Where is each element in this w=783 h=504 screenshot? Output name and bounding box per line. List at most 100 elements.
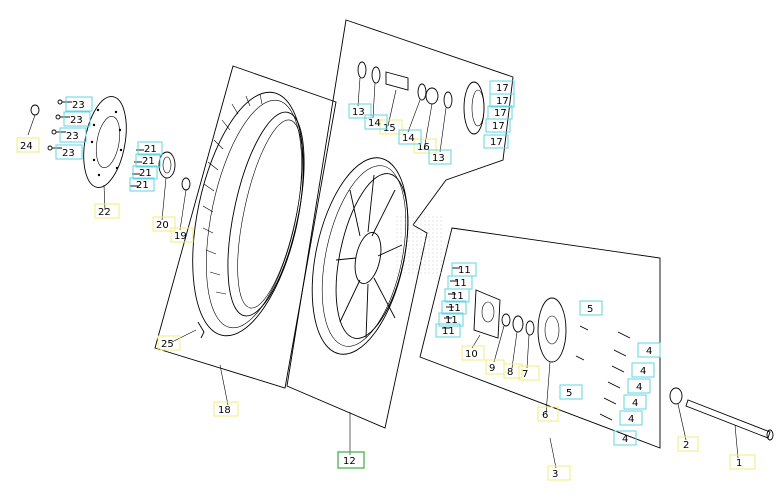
callout-1: 1 (729, 454, 756, 470)
callout-14a: 14 (364, 114, 388, 130)
svg-text:2: 2 (683, 440, 689, 451)
wheel-rim (311, 157, 409, 355)
svg-text:21: 21 (142, 156, 155, 167)
svg-text:15: 15 (383, 123, 396, 134)
leader-lines (103, 77, 739, 469)
callout-5b: 5 (559, 384, 583, 400)
svg-text:21: 21 (136, 180, 149, 191)
hub-assembly-frame (419, 227, 661, 449)
svg-text:11: 11 (445, 315, 458, 326)
callout-23a: 23 (65, 96, 93, 112)
callout-25: 25 (157, 335, 181, 351)
callout-4e: 4 (619, 410, 643, 426)
nut-24 (30, 104, 40, 116)
hub-bolts-11 (442, 267, 460, 329)
svg-text:23: 23 (66, 131, 79, 142)
callout-17e: 17 (483, 134, 509, 149)
damper-cushions (463, 81, 485, 135)
callout-9: 9 (485, 359, 505, 375)
svg-text:4: 4 (640, 366, 646, 377)
callout-21b: 21 (135, 153, 161, 168)
tire (192, 91, 305, 337)
svg-text:7: 7 (522, 369, 528, 380)
svg-text:17: 17 (494, 108, 507, 119)
callout-23b: 23 (63, 111, 91, 127)
callout-13a: 13 (348, 103, 372, 119)
svg-text:16: 16 (417, 142, 430, 153)
svg-text:4: 4 (646, 346, 652, 357)
callout-16: 16 (413, 138, 437, 154)
speedo-ring (158, 151, 176, 179)
callout-7: 7 (518, 365, 540, 381)
callout-21d: 21 (129, 177, 155, 192)
callout-4b: 4 (631, 362, 655, 378)
screws-21 (130, 149, 144, 187)
callout-17a: 17 (489, 80, 515, 95)
callout-17b: 17 (489, 93, 515, 108)
svg-text:4: 4 (636, 382, 642, 393)
svg-text:13: 13 (352, 107, 365, 118)
svg-text:5: 5 (566, 388, 572, 399)
callout-23d: 23 (55, 144, 83, 160)
callout-5a: 5 (579, 300, 603, 316)
brake-disc (83, 96, 127, 188)
callout-23c: 23 (59, 127, 87, 143)
callout-17d: 17 (485, 118, 511, 133)
callout-11d: 11 (441, 300, 467, 315)
callout-15: 15 (379, 119, 403, 135)
sprocket-6 (537, 297, 567, 363)
callout-12: 12 (337, 451, 365, 469)
svg-text:11: 11 (448, 303, 461, 314)
svg-text:20: 20 (156, 220, 169, 231)
callout-4f: 4 (613, 430, 637, 446)
svg-text:5: 5 (587, 304, 593, 315)
callout-3: 3 (547, 465, 571, 481)
callout-11a: 11 (451, 262, 477, 277)
callout-11b: 11 (447, 275, 473, 290)
svg-text:13: 13 (432, 153, 445, 164)
collar-2 (669, 387, 683, 405)
svg-text:24: 24 (20, 141, 33, 152)
svg-text:10: 10 (465, 349, 478, 360)
svg-text:4: 4 (628, 414, 634, 425)
callout-10: 10 (461, 345, 485, 361)
disc-bolts (47, 99, 72, 151)
callout-18: 18 (213, 401, 239, 417)
svg-text:6: 6 (542, 410, 548, 421)
svg-text:17: 17 (496, 83, 509, 94)
callout-11f: 11 (435, 323, 461, 338)
callout-11e: 11 (438, 312, 464, 327)
svg-text:18: 18 (218, 405, 231, 416)
axle-1 (685, 399, 774, 441)
svg-text:12: 12 (343, 456, 356, 467)
callout-22: 22 (94, 203, 120, 219)
svg-text:3: 3 (552, 469, 558, 480)
callout-13b: 13 (428, 149, 452, 165)
tire-assembly-frame (154, 65, 337, 389)
svg-text:17: 17 (490, 137, 503, 148)
callout-21a: 21 (137, 141, 163, 156)
svg-text:21: 21 (139, 168, 152, 179)
valve-25 (197, 321, 205, 339)
sprocket-bolts-4 (599, 331, 631, 421)
svg-text:11: 11 (451, 291, 464, 302)
svg-text:19: 19 (174, 231, 187, 242)
svg-text:1: 1 (736, 458, 742, 469)
svg-text:9: 9 (489, 363, 495, 374)
callout-14b: 14 (398, 129, 422, 145)
spacer-19 (181, 177, 191, 191)
hub-flange (473, 289, 501, 339)
callout-24: 24 (16, 137, 40, 153)
bearing-parts (357, 61, 453, 109)
svg-text:4: 4 (622, 434, 628, 445)
svg-text:21: 21 (144, 144, 157, 155)
callout-4c: 4 (627, 378, 651, 394)
callout-11c: 11 (444, 288, 470, 303)
svg-text:17: 17 (496, 96, 509, 107)
svg-text:4: 4 (632, 398, 638, 409)
svg-text:23: 23 (62, 148, 75, 159)
callout-6: 6 (537, 406, 559, 422)
svg-text:17: 17 (492, 121, 505, 132)
svg-text:8: 8 (507, 367, 513, 378)
svg-text:22: 22 (98, 207, 111, 218)
